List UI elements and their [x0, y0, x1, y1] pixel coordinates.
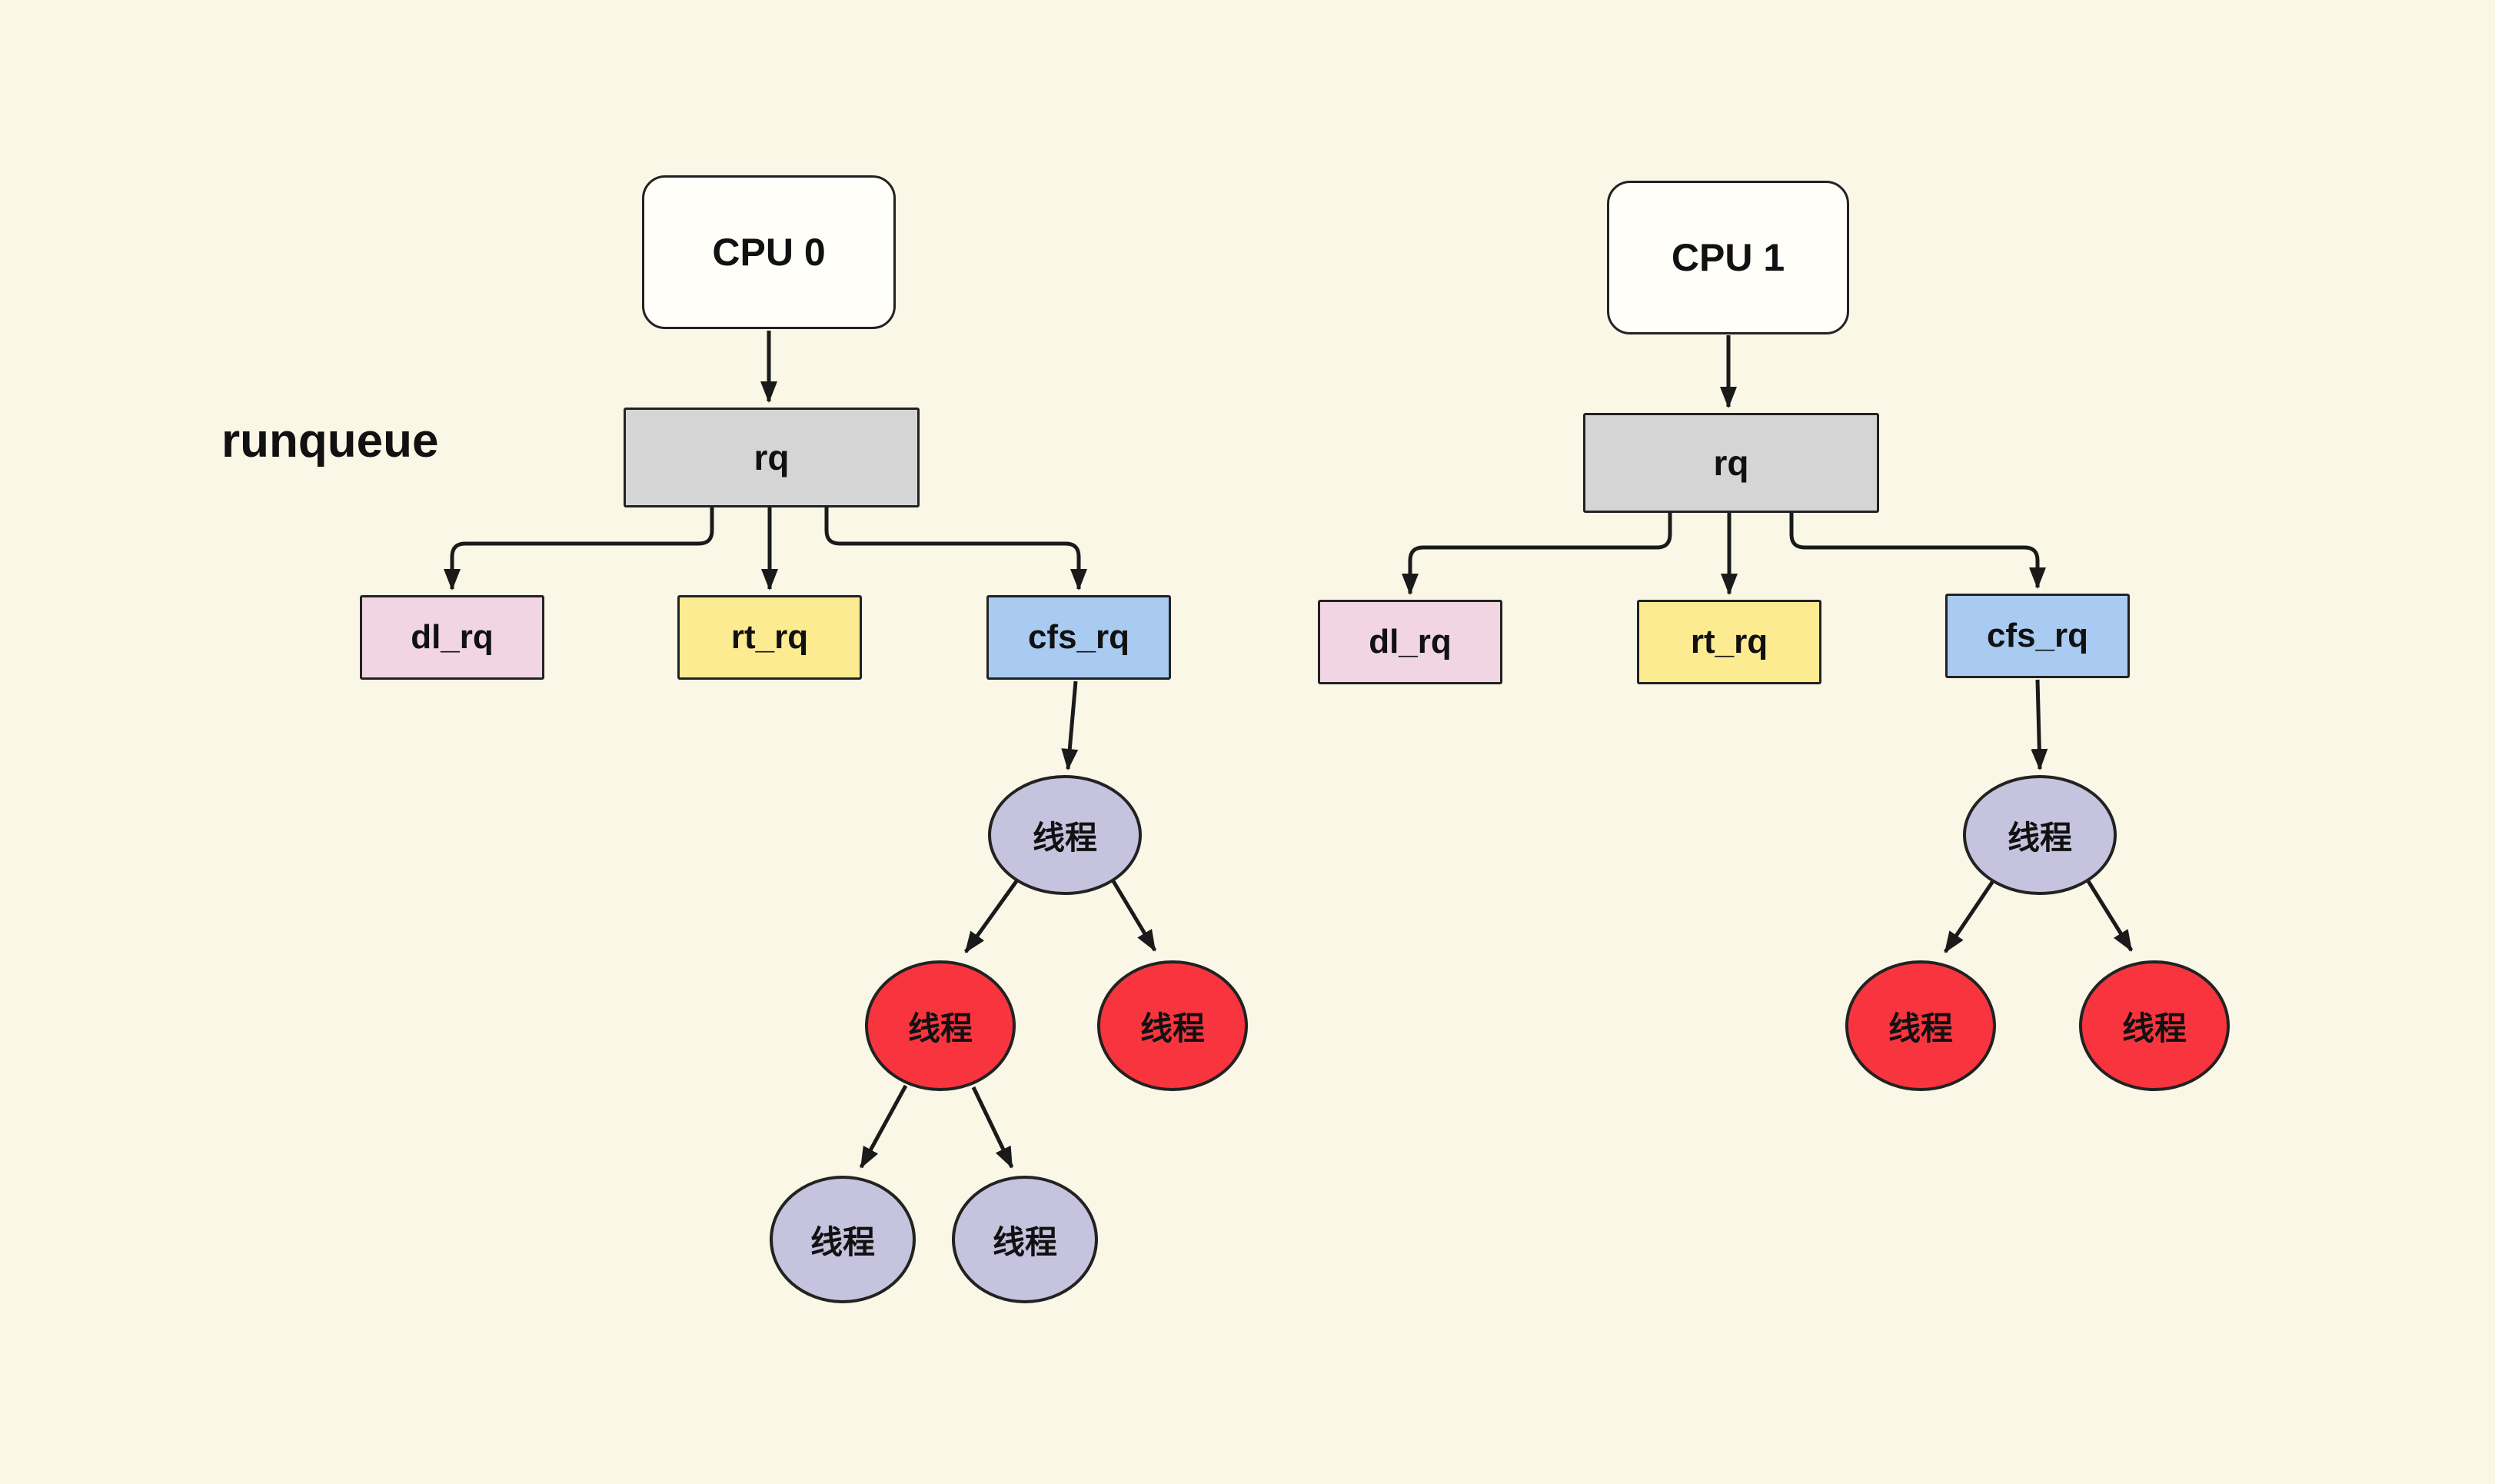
- cpu0-thread-left-child1: 线程: [770, 1176, 916, 1303]
- cpu1-cfsrq-label: cfs_rq: [1986, 617, 2089, 654]
- cpu1-box: CPU 1: [1607, 181, 1849, 334]
- cpu0-label: CPU 0: [712, 231, 826, 274]
- arrow-thread1-root-to-left: [1943, 880, 1995, 953]
- cpu0-cfsrq-box: cfs_rq: [986, 595, 1171, 680]
- arrow-rq0-to-cfsrq: [824, 507, 1087, 591]
- cpu0-rq-box: rq: [624, 408, 920, 507]
- arrow-thread1-root-to-right: [2086, 880, 2134, 952]
- cpu0-thread-left-child1-label: 线程: [810, 1223, 875, 1260]
- cpu0-rtrq-label: rt_rq: [730, 618, 809, 656]
- cpu1-cfsrq-box: cfs_rq: [1945, 594, 2130, 678]
- cpu0-dlrq-box: dl_rq: [360, 595, 544, 680]
- cpu1-label: CPU 1: [1671, 236, 1785, 279]
- cpu1-rq-label: rq: [1713, 443, 1749, 483]
- cpu0-thread-root: 线程: [988, 775, 1142, 895]
- cpu1-rq-box: rq: [1583, 413, 1879, 513]
- cpu0-thread-root-label: 线程: [1032, 819, 1097, 856]
- arrow-thread0-left-to-child2: [971, 1086, 1014, 1169]
- cpu1-rtrq-label: rt_rq: [1690, 623, 1768, 660]
- cpu1-thread-left-label: 线程: [1888, 1010, 1953, 1046]
- cpu0-thread-left-label: 线程: [907, 1010, 973, 1046]
- cpu0-rq-label: rq: [753, 438, 790, 477]
- cpu1-thread-right-label: 线程: [2121, 1010, 2187, 1046]
- cpu1-thread-left: 线程: [1845, 960, 1996, 1091]
- cpu1-dlrq-label: dl_rq: [1369, 623, 1452, 660]
- arrow-rq1-to-dlrq: [1402, 513, 1672, 595]
- arrow-thread0-root-to-left: [963, 880, 1019, 953]
- cpu0-dlrq-label: dl_rq: [411, 618, 494, 656]
- cpu0-thread-left-child2: 线程: [952, 1176, 1098, 1303]
- runqueue-side-label: runqueue: [221, 414, 439, 467]
- cpu1-thread-root: 线程: [1963, 775, 2117, 895]
- arrow-cfsrq0-to-thread-root: [1061, 680, 1079, 770]
- arrow-rq0-to-dlrq: [444, 507, 714, 591]
- cpu1-dlrq-box: dl_rq: [1318, 600, 1502, 684]
- cpu0-thread-right: 线程: [1097, 960, 1248, 1091]
- arrow-rq1-to-cfsrq: [1789, 513, 2046, 589]
- cpu0-rtrq-box: rt_rq: [677, 595, 862, 680]
- cpu0-box: CPU 0: [642, 175, 896, 329]
- arrow-thread0-root-to-right: [1111, 880, 1157, 952]
- cpu1-thread-root-label: 线程: [2007, 819, 2072, 856]
- arrow-thread0-left-to-child1: [859, 1084, 908, 1169]
- cpu0-thread-right-label: 线程: [1139, 1010, 1205, 1046]
- cpu1-thread-right: 线程: [2079, 960, 2230, 1091]
- cpu0-cfsrq-label: cfs_rq: [1027, 618, 1130, 656]
- cpu1-rtrq-box: rt_rq: [1637, 600, 1821, 684]
- cpu0-thread-left-child2-label: 线程: [992, 1223, 1057, 1260]
- cpu0-thread-left: 线程: [865, 960, 1016, 1091]
- arrow-cfsrq1-to-thread-root: [2031, 679, 2048, 770]
